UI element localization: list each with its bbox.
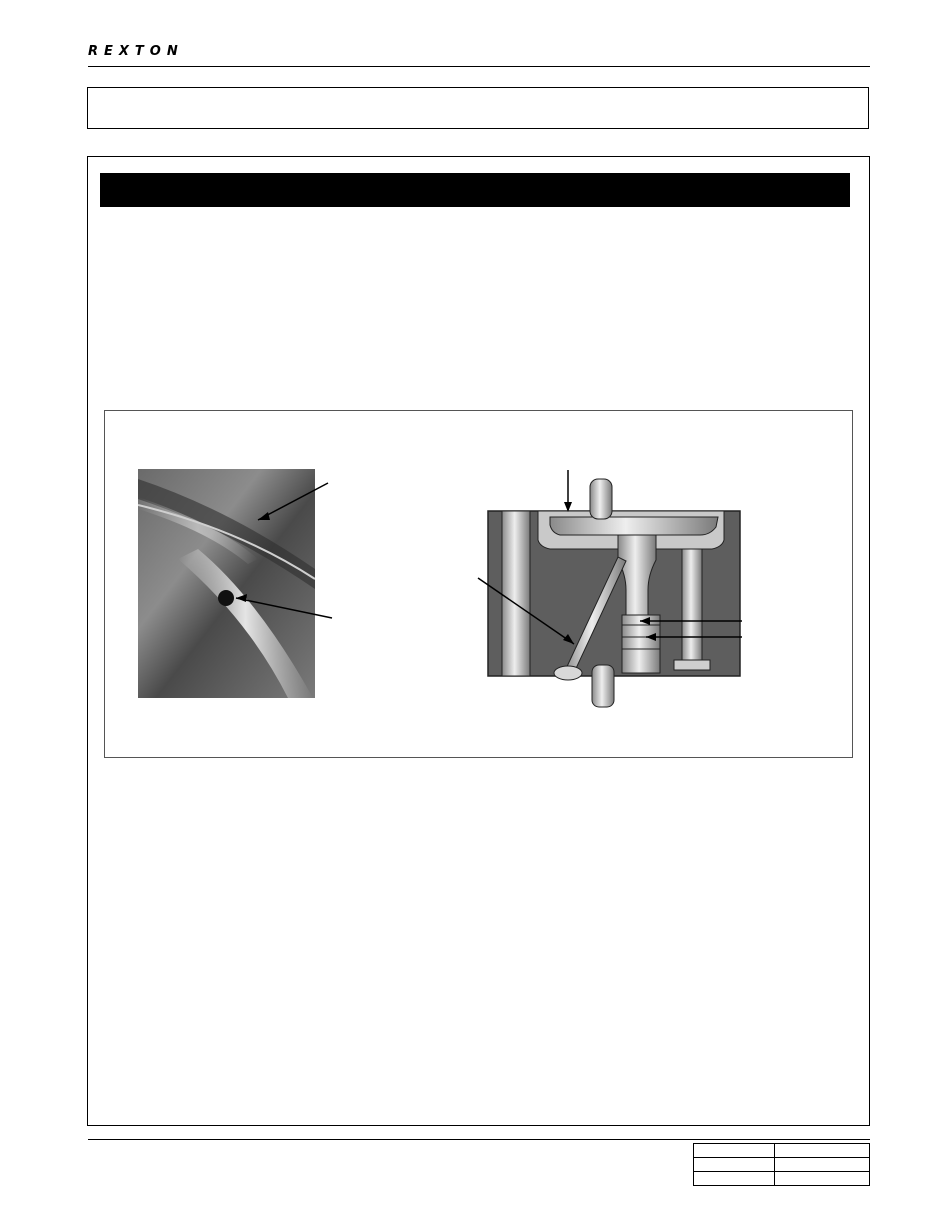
header-rule — [88, 66, 870, 67]
footer-cell — [693, 1157, 775, 1172]
figure-frame — [104, 410, 853, 758]
footer-cell — [774, 1171, 870, 1186]
footer-cell — [693, 1171, 775, 1186]
valve-face-photo — [138, 469, 315, 698]
footer-cell — [774, 1143, 870, 1158]
footer-info-table — [693, 1143, 870, 1186]
section-heading-bar — [100, 173, 850, 207]
footer-rule — [88, 1139, 870, 1140]
footer-cell — [774, 1157, 870, 1172]
content-frame — [87, 156, 870, 1126]
brand-logo: REXTON — [88, 44, 184, 59]
footer-cell — [693, 1143, 775, 1158]
page-title-box — [87, 87, 869, 129]
valve-cross-section-diagram — [487, 478, 741, 708]
